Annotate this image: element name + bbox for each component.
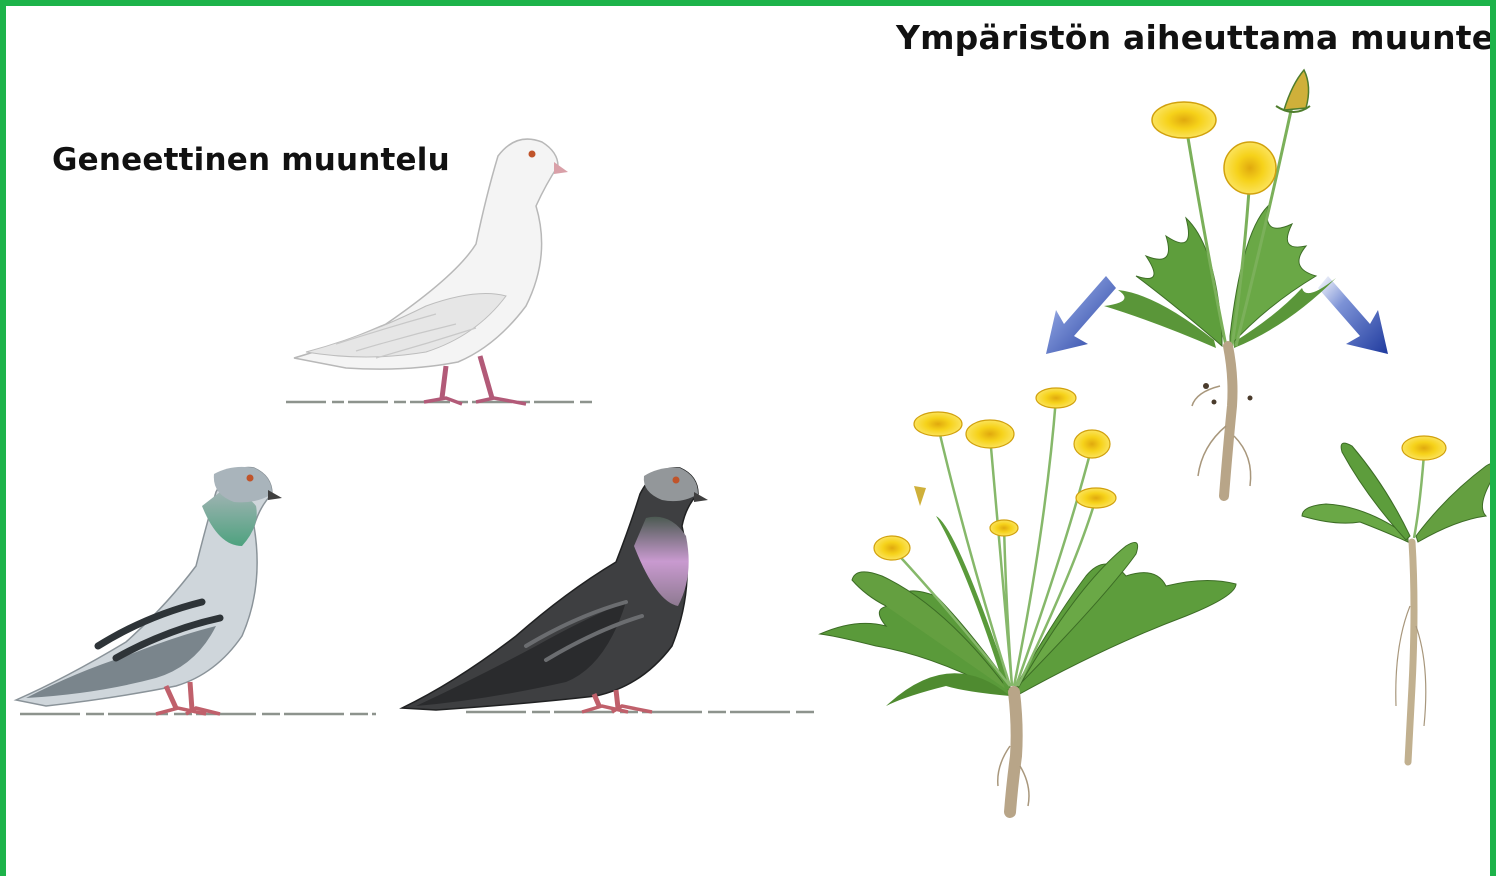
arrow-left-down-icon bbox=[1046, 276, 1116, 354]
small-dandelion bbox=[1302, 436, 1495, 762]
blue-grey-pigeon bbox=[16, 467, 376, 714]
dandelion-flower bbox=[1152, 102, 1216, 138]
arrow-right-down-icon bbox=[1318, 276, 1388, 354]
illustration-canvas bbox=[6, 6, 1496, 876]
dark-pigeon bbox=[402, 468, 816, 712]
parent-dandelion bbox=[1104, 70, 1336, 496]
dandelion-bud bbox=[1276, 70, 1310, 112]
large-dandelion bbox=[820, 388, 1236, 812]
white-pigeon bbox=[286, 139, 596, 404]
dandelion-flower bbox=[1224, 142, 1276, 194]
